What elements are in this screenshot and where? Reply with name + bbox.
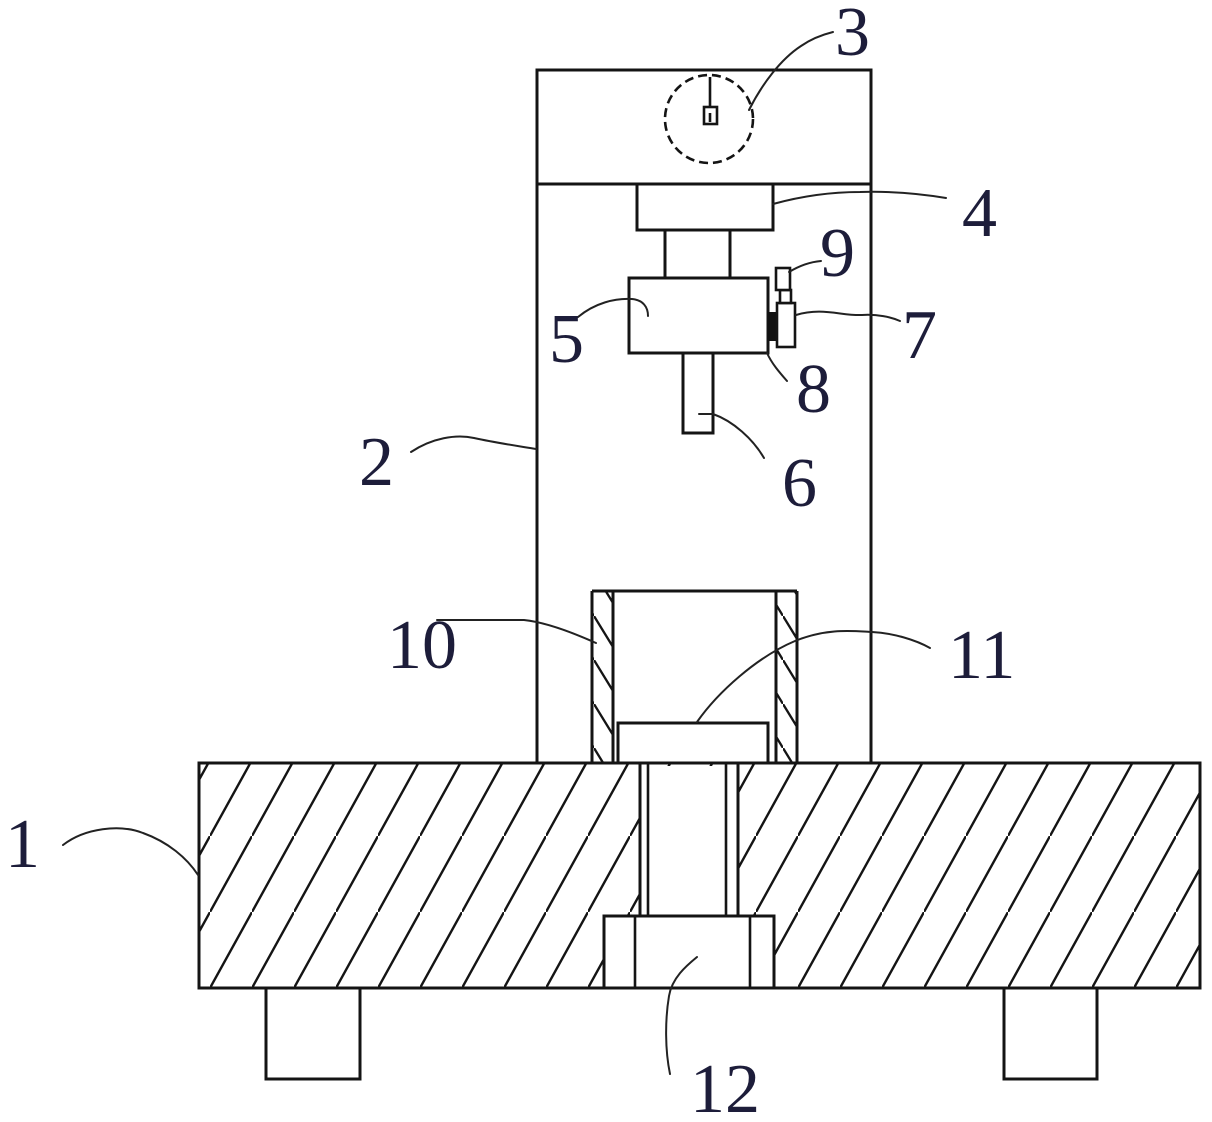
part-label-11: 11: [948, 617, 1015, 694]
part-label-10: 10: [387, 607, 457, 684]
side-block: [775, 301, 797, 349]
leader-lines: [62, 31, 947, 1075]
part-labels: 1 2 3 4 5 6 7 8 9 10 11 12: [5, 0, 1015, 1122]
part-label-5: 5: [549, 301, 584, 378]
right-wall-hatch: [776, 591, 797, 763]
part-label-12: 12: [690, 1051, 760, 1122]
part-label-1: 1: [5, 806, 40, 883]
leader-3: [748, 31, 834, 111]
leader-12: [665, 956, 698, 1075]
mount-block: [635, 182, 775, 278]
bolt-channel-cutout: [640, 766, 738, 918]
leader-11: [696, 630, 931, 723]
bolt-head-block: [602, 914, 776, 990]
knob-cap: [774, 266, 792, 292]
leader-6: [698, 413, 765, 459]
knob-stem: [778, 288, 793, 305]
gauge-dial-circle: [663, 73, 755, 165]
drive-block-rect: [627, 276, 770, 355]
leader-2: [410, 435, 537, 453]
leader-10: [436, 619, 597, 644]
part-label-2: 2: [359, 424, 394, 501]
left-wall-hatch: [592, 591, 613, 763]
part-label-4: 4: [962, 175, 997, 252]
container: [590, 589, 799, 763]
right-leg: [1002, 986, 1099, 1081]
part-label-8: 8: [796, 351, 831, 428]
drive-block: [627, 276, 770, 355]
side-unit: [768, 266, 797, 349]
part-label-6: 6: [782, 445, 817, 522]
part-label-7: 7: [902, 297, 937, 374]
leader-7: [795, 310, 901, 322]
leader-5: [577, 297, 649, 318]
leader-8: [766, 352, 788, 382]
part-label-3: 3: [835, 0, 870, 71]
column-outline: [535, 68, 873, 763]
black-pad: [768, 312, 778, 341]
pressure-gauge: [663, 73, 755, 165]
leader-1: [62, 827, 199, 876]
press-rod-outline: [681, 353, 715, 435]
workpiece-rect: [616, 721, 770, 765]
anchor-bolt: [602, 763, 776, 990]
workpiece-block: [616, 721, 770, 765]
leader-9: [788, 260, 822, 273]
leader-4: [772, 190, 947, 205]
press-rod: [681, 353, 715, 435]
mount-block-rect: [635, 182, 775, 232]
left-leg: [264, 986, 362, 1081]
part-label-9: 9: [820, 215, 855, 292]
